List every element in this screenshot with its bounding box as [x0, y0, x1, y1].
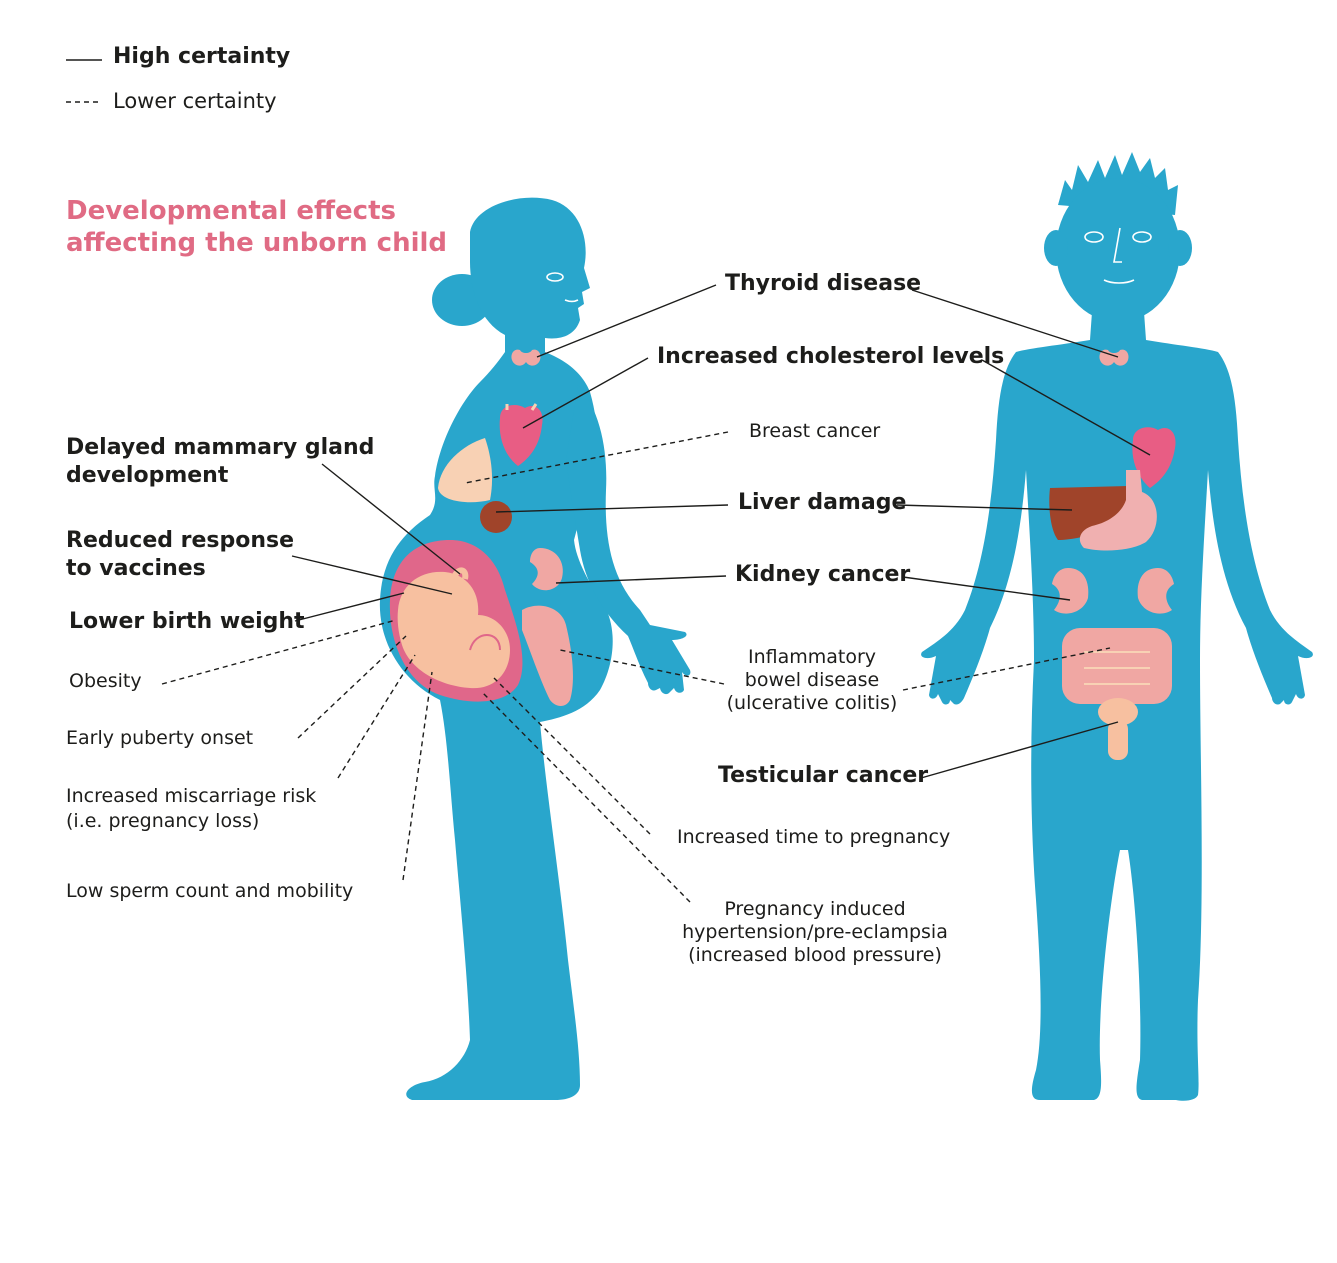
label-birth-weight: Lower birth weight [69, 609, 305, 635]
section-title: Developmental effects affecting the unbo… [66, 196, 447, 259]
label-obesity: Obesity [69, 670, 142, 693]
label-liver-damage: Liver damage [738, 490, 906, 516]
label-miscarriage: Increased miscarriage risk (i.e. pregnan… [66, 784, 316, 833]
label-testicular-cancer: Testicular cancer [718, 763, 928, 789]
woman-head [470, 198, 590, 358]
label-sperm: Low sperm count and mobility [66, 880, 353, 903]
man-intestines [1062, 628, 1172, 704]
label-puberty: Early puberty onset [66, 727, 253, 750]
line-puberty [298, 636, 406, 738]
legend-high-certainty: High certainty [113, 44, 290, 69]
label-ibd: Inflammatory bowel disease (ulcerative c… [712, 646, 912, 714]
label-thyroid-disease: Thyroid disease [725, 271, 921, 297]
label-hypertension: Pregnancy induced hypertension/pre-eclam… [670, 898, 960, 966]
man-figure [921, 152, 1313, 1101]
label-cholesterol: Increased cholesterol levels [657, 344, 1004, 370]
line-sperm [403, 672, 432, 880]
line-miscarriage [338, 655, 415, 778]
man-penis [1108, 720, 1128, 760]
label-time-to-pregnancy: Increased time to pregnancy [677, 826, 950, 849]
label-breast-cancer: Breast cancer [749, 420, 880, 443]
man-head [1056, 178, 1180, 322]
label-kidney-cancer: Kidney cancer [735, 562, 910, 588]
legend-lower-certainty: Lower certainty [113, 89, 277, 113]
label-vaccines: Reduced response to vaccines [66, 527, 294, 582]
woman-liver [480, 501, 512, 533]
label-mammary-gland: Delayed mammary gland development [66, 434, 374, 489]
